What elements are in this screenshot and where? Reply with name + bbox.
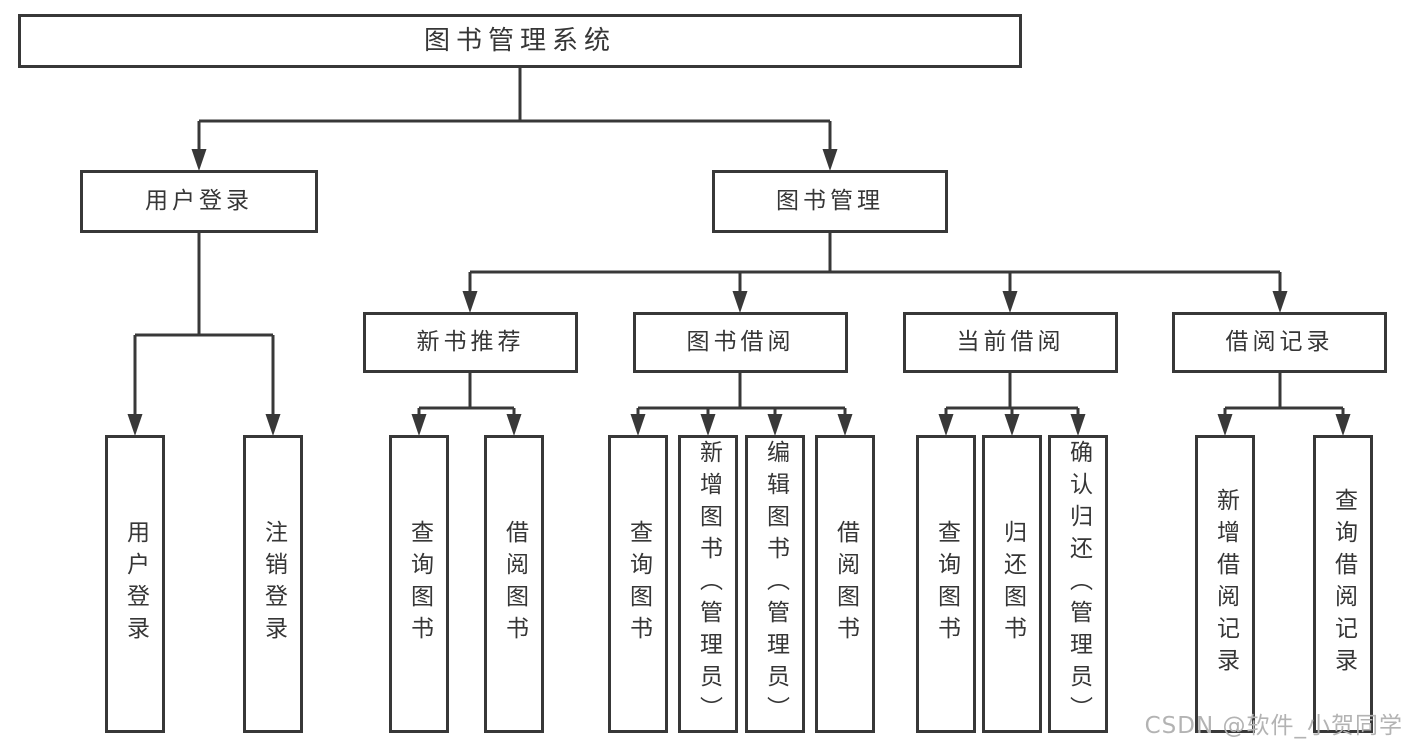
leaf-add-borrow-record: 新增借阅记录 <box>1195 435 1255 733</box>
node-user-login-label: 用户登录 <box>145 188 253 214</box>
node-current-borrow: 当前借阅 <box>903 312 1118 373</box>
node-borrow-records: 借阅记录 <box>1172 312 1387 373</box>
node-library-system: 图书管理系统 <box>18 14 1022 68</box>
leaf-confirm-return-admin: 确认归还（管理员） <box>1048 435 1108 733</box>
node-book-management: 图书管理 <box>712 170 948 233</box>
connector-current-children <box>938 373 1086 436</box>
leaf-logout-login-label: 注销登录 <box>260 520 287 648</box>
leaf-user-login-label: 用户登录 <box>122 520 149 648</box>
connector-records-children <box>1217 373 1351 436</box>
node-user-login: 用户登录 <box>80 170 318 233</box>
watermark-text: CSDN @软件_小贺同学 <box>1144 713 1403 739</box>
leaf-borrow-books-1-label: 借阅图书 <box>501 520 528 648</box>
connector-root-to-level2 <box>191 68 838 171</box>
node-new-book-recommend: 新书推荐 <box>363 312 578 373</box>
node-borrow-records-label: 借阅记录 <box>1225 329 1334 355</box>
leaf-logout-login: 注销登录 <box>243 435 303 733</box>
leaf-add-book-admin-label: 新增图书（管理员） <box>695 440 722 728</box>
leaf-borrow-books-2-label: 借阅图书 <box>832 520 859 648</box>
leaf-query-books-2: 查询图书 <box>608 435 668 733</box>
leaf-query-borrow-record: 查询借阅记录 <box>1313 435 1373 733</box>
leaf-return-book-label: 归还图书 <box>999 520 1026 648</box>
leaf-query-books-3: 查询图书 <box>916 435 976 733</box>
leaf-query-books-1: 查询图书 <box>389 435 449 733</box>
leaf-borrow-books-1: 借阅图书 <box>484 435 544 733</box>
node-book-management-label: 图书管理 <box>776 188 884 214</box>
leaf-query-books-1-label: 查询图书 <box>406 520 433 648</box>
leaf-return-book: 归还图书 <box>982 435 1042 733</box>
leaf-borrow-books-2: 借阅图书 <box>815 435 875 733</box>
leaf-query-books-3-label: 查询图书 <box>933 520 960 648</box>
node-book-borrow: 图书借阅 <box>633 312 848 373</box>
leaf-edit-book-admin-label: 编辑图书（管理员） <box>762 440 789 728</box>
leaf-confirm-return-admin-label: 确认归还（管理员） <box>1065 440 1092 728</box>
leaf-edit-book-admin: 编辑图书（管理员） <box>745 435 805 733</box>
node-library-system-label: 图书管理系统 <box>423 26 616 56</box>
leaf-user-login: 用户登录 <box>105 435 165 733</box>
connector-book-mgmt-sections <box>462 233 1288 313</box>
leaf-add-borrow-record-label: 新增借阅记录 <box>1212 488 1239 680</box>
leaf-query-books-2-label: 查询图书 <box>625 520 652 648</box>
connector-new-book-children <box>411 373 522 436</box>
leaf-add-book-admin: 新增图书（管理员） <box>678 435 738 733</box>
node-new-book-recommend-label: 新书推荐 <box>416 329 525 355</box>
node-book-borrow-label: 图书借阅 <box>686 329 795 355</box>
node-current-borrow-label: 当前借阅 <box>956 329 1065 355</box>
leaf-query-borrow-record-label: 查询借阅记录 <box>1330 488 1357 680</box>
connector-borrow-children <box>630 373 853 436</box>
connector-user-login-children <box>127 233 281 436</box>
